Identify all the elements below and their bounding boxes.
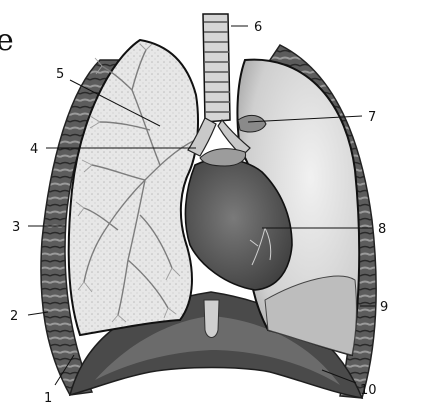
lungs-anatomy-illustration-icon	[41, 14, 376, 398]
label-8: 8	[378, 222, 386, 237]
heart-top-vessels	[200, 149, 246, 166]
label-5: 5	[56, 67, 64, 82]
label-7: 7	[368, 110, 376, 125]
edge-text-fragment: e	[0, 23, 14, 58]
xiphoid-process	[204, 300, 219, 338]
trachea	[203, 14, 230, 122]
label-9: 9	[380, 300, 388, 315]
label-1: 1	[44, 391, 52, 406]
label-3: 3	[12, 220, 20, 235]
label-4: 4	[30, 142, 38, 157]
label-6: 6	[254, 20, 262, 35]
label-2: 2	[10, 309, 18, 324]
label-10: 10	[360, 383, 377, 398]
